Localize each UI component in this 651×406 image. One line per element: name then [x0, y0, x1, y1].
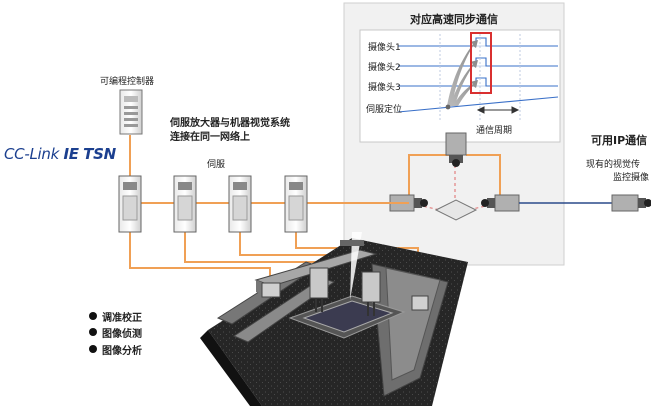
brand-cc: CC-Link [4, 145, 59, 163]
existing-line2: 监控摄像 [613, 173, 650, 183]
brand-ie: IE [63, 145, 79, 163]
feature-2: 图像侦测 [102, 329, 142, 340]
vision-links [408, 154, 501, 195]
servo-note-line1: 伺服放大器与机器视觉系统 [170, 118, 290, 129]
feature-3: 图像分析 [102, 346, 142, 357]
timing-row-label-2: 摄像头2 [368, 63, 401, 73]
sync-point [445, 104, 451, 110]
period-arrow [476, 106, 520, 114]
brand-tsn: TSN [83, 145, 116, 163]
feature-1: 调准校正 [102, 313, 142, 324]
camera-right [481, 194, 520, 212]
camera-top [445, 132, 467, 167]
brand-logo: CC-Link IE TSN [4, 145, 116, 163]
feature-bullet-1 [89, 312, 97, 320]
servo-label: 伺服 [207, 160, 226, 170]
period-label: 通信周期 [476, 126, 513, 136]
machine-stage [200, 232, 468, 406]
feature-bullet-3 [89, 345, 97, 353]
timing-row-label-3: 摄像头3 [368, 83, 401, 93]
monitoring-camera [611, 194, 651, 212]
feature-bullet-2 [89, 328, 97, 336]
sync-highlight [470, 32, 492, 94]
timing-row-label-4: 伺服定位 [366, 105, 403, 115]
existing-line1: 现有的视觉传 [586, 160, 641, 170]
servo-amplifier-4 [284, 175, 308, 233]
servo-amplifier-2 [173, 175, 197, 233]
plc-label: 可编程控制器 [100, 77, 155, 87]
servo-amplifier-1 [118, 175, 142, 233]
inspected-workpiece [434, 199, 478, 221]
servo-note-line2: 连接在同一网络上 [170, 132, 250, 143]
timing-row-label-1: 摄像头1 [368, 43, 401, 53]
plc-module [119, 89, 143, 135]
ip-comm-label: 可用IP通信 [591, 134, 648, 147]
timing-title: 对应高速同步通信 [410, 13, 498, 26]
servo-amplifier-3 [228, 175, 252, 233]
